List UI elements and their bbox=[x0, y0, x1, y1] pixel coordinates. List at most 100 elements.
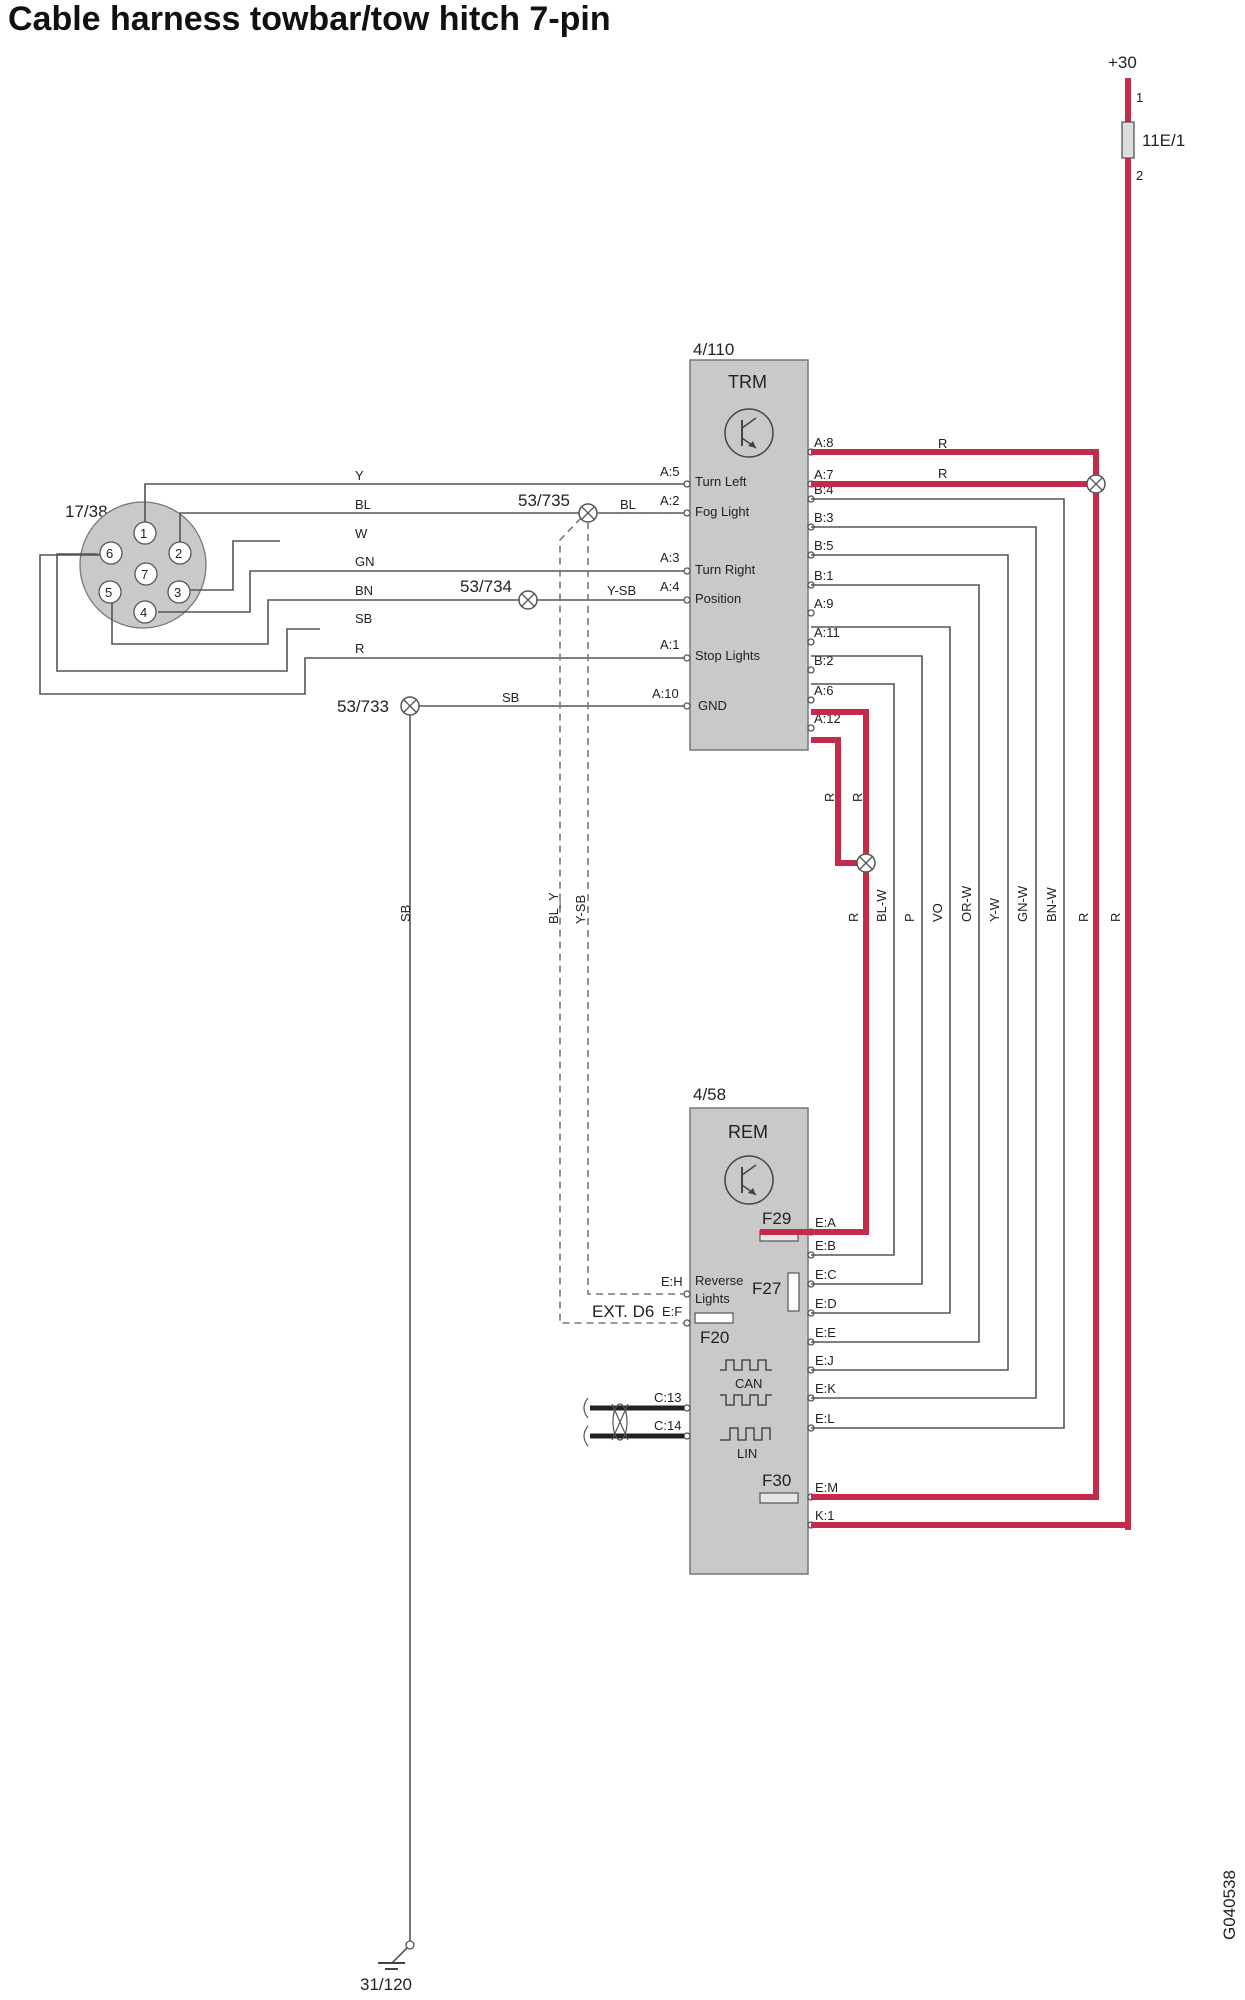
splice-53-733: 53/733 bbox=[337, 696, 420, 716]
trm-right-pin-b1: B:1 bbox=[814, 568, 834, 583]
vertical-wire-label-0: R bbox=[846, 913, 861, 922]
vertical-wire-label-9: R bbox=[1108, 913, 1123, 922]
wire-label-gn: GN bbox=[355, 554, 375, 569]
bus-wires bbox=[583, 1397, 684, 1447]
rem-right-pin-em: E:M bbox=[815, 1480, 838, 1495]
trm-id: 4/110 bbox=[693, 340, 734, 359]
fuse-f20-label: F20 bbox=[700, 1328, 729, 1347]
trm-pin-a5: A:5 bbox=[660, 464, 680, 479]
supply-label: +30 bbox=[1108, 53, 1137, 72]
rem-module: 4/58 REM F29 F27 F20 F30 Reverse Lights … bbox=[592, 1085, 838, 1575]
splice-735-label: 53/735 bbox=[518, 491, 570, 510]
rem-right-pin-ec: E:C bbox=[815, 1267, 837, 1282]
trm-right-pins: A:8A:7B:4B:3B:5B:1A:9A:11B:2A:6A:12 bbox=[807, 435, 841, 732]
trm-right-pin-a7: A:7 bbox=[814, 467, 834, 482]
connector-id: 17/38 bbox=[65, 502, 108, 521]
signal-wires bbox=[811, 498, 1065, 1429]
rem-right-pin-eb: E:B bbox=[815, 1238, 836, 1253]
wire-label-bl-y: BL_Y bbox=[546, 892, 561, 924]
trm-pin-a1: A:1 bbox=[660, 637, 680, 652]
diagram-title: Cable harness towbar/tow hitch 7-pin bbox=[8, 0, 611, 38]
fuse-pin-1-label: 1 bbox=[1136, 90, 1143, 105]
dashed-wires: BL_Y Y-SB bbox=[546, 512, 684, 1324]
trm-func-fog-light: Fog Light bbox=[695, 504, 750, 519]
trm-right-pin-a8: A:8 bbox=[814, 435, 834, 450]
rem-right-pin-ed: E:D bbox=[815, 1296, 837, 1311]
transistor-icon bbox=[724, 1155, 774, 1205]
wire-label-r: R bbox=[355, 641, 364, 656]
rem-pin-ef: E:F bbox=[662, 1304, 682, 1319]
wire-label-sb: SB bbox=[355, 611, 372, 626]
wire-label-sb-gnd: SB bbox=[502, 690, 519, 705]
can-label: CAN bbox=[735, 1376, 762, 1391]
conn-pin-1: 1 bbox=[140, 526, 147, 541]
vertical-wire-label-7: BN-W bbox=[1044, 887, 1059, 922]
fuse-f29-label: F29 bbox=[762, 1209, 791, 1228]
trm-pin-a10: A:10 bbox=[652, 686, 679, 701]
rem-name: REM bbox=[728, 1122, 768, 1142]
rem-right-pin-el: E:L bbox=[815, 1411, 835, 1426]
trm-right-pin-a11: A:11 bbox=[814, 625, 840, 640]
vertical-wire-label-2: P bbox=[902, 913, 917, 922]
rem-right-pin-ee: E:E bbox=[815, 1325, 836, 1340]
fuse-f27-label: F27 bbox=[752, 1279, 781, 1298]
rem-right-pin-ea: E:A bbox=[815, 1215, 836, 1230]
trm-func-position: Position bbox=[695, 591, 741, 606]
rem-reverse-label: Reverse bbox=[695, 1273, 743, 1288]
splice-734-label: 53/734 bbox=[460, 577, 512, 596]
transistor-icon bbox=[724, 408, 774, 458]
rem-lights-label: Lights bbox=[695, 1291, 730, 1306]
wire-label-r-a7: R bbox=[938, 466, 947, 481]
lin-label: LIN bbox=[737, 1446, 757, 1461]
splice-53-735: 53/735 bbox=[518, 491, 684, 523]
power-wire-labels: R R R R bbox=[822, 436, 947, 802]
wire-label-bl: BL bbox=[355, 497, 371, 512]
ground-wire: SB 31/120 bbox=[360, 715, 415, 1994]
conn-pin-4: 4 bbox=[140, 605, 147, 620]
vertical-wire-label-5: Y-W bbox=[987, 897, 1002, 922]
rem-right-pin-ej: E:J bbox=[815, 1353, 834, 1368]
wire-label-bn: BN bbox=[355, 583, 373, 598]
ext-d6-label: EXT. D6 bbox=[592, 1302, 654, 1321]
wire-label-ysb-trm: Y-SB bbox=[607, 583, 636, 598]
trm-box bbox=[689, 359, 809, 751]
rem-right-pins: E:A E:B E:C E:D E:E E:J E:K E:L E:M K:1 bbox=[807, 1215, 838, 1529]
fuse-f30 bbox=[759, 1492, 799, 1504]
trm-func-gnd: GND bbox=[698, 698, 727, 713]
wire-label-r-pair-1: R bbox=[822, 793, 837, 802]
fuse-f30-label: F30 bbox=[762, 1471, 791, 1490]
trm-pin-a2: A:2 bbox=[660, 493, 680, 508]
vertical-wire-label-4: OR-W bbox=[959, 885, 974, 922]
lin-icon bbox=[720, 1427, 771, 1441]
wire-label-y-sb-vertical: Y-SB bbox=[573, 895, 588, 924]
rem-id: 4/58 bbox=[693, 1085, 726, 1104]
fuse-11e1 bbox=[1121, 121, 1135, 159]
vertical-wire-label-3: VO bbox=[930, 903, 945, 922]
trm-right-pin-a9: A:9 bbox=[814, 596, 834, 611]
wire-label-r-a8: R bbox=[938, 436, 947, 451]
rem-right-pin-k1: K:1 bbox=[815, 1508, 835, 1523]
conn-pin-6: 6 bbox=[106, 546, 113, 561]
trm-module: 4/110 TRM A:5 A:2 A:3 A:4 A:1 A:10 Turn … bbox=[652, 340, 841, 751]
trm-func-turn-left: Turn Left bbox=[695, 474, 747, 489]
vertical-wire-label-1: BL-W bbox=[874, 889, 889, 922]
fuse-f27 bbox=[787, 1272, 800, 1312]
trm-pin-a3: A:3 bbox=[660, 550, 680, 565]
rem-right-pin-ek: E:K bbox=[815, 1381, 836, 1396]
wire-label-w: W bbox=[355, 526, 368, 541]
conn-pin-3: 3 bbox=[174, 585, 181, 600]
conn-pin-7: 7 bbox=[141, 567, 148, 582]
fuse-f20 bbox=[694, 1312, 734, 1324]
splice-53-734: 53/734 bbox=[460, 577, 538, 610]
rem-pin-eh: E:H bbox=[661, 1274, 683, 1289]
power-wires bbox=[760, 449, 1128, 1528]
power-splices bbox=[856, 474, 1106, 873]
power-supply: +30 1 2 11E/1 bbox=[1108, 53, 1185, 1530]
wire-label-sb-vertical: SB bbox=[398, 905, 413, 922]
connector-pins: 1 2 3 4 5 6 7 bbox=[98, 521, 192, 624]
ground-label: 31/120 bbox=[360, 1975, 412, 1994]
trm-pin-a4: A:4 bbox=[660, 579, 680, 594]
rem-pin-c14: C:14 bbox=[654, 1418, 681, 1433]
